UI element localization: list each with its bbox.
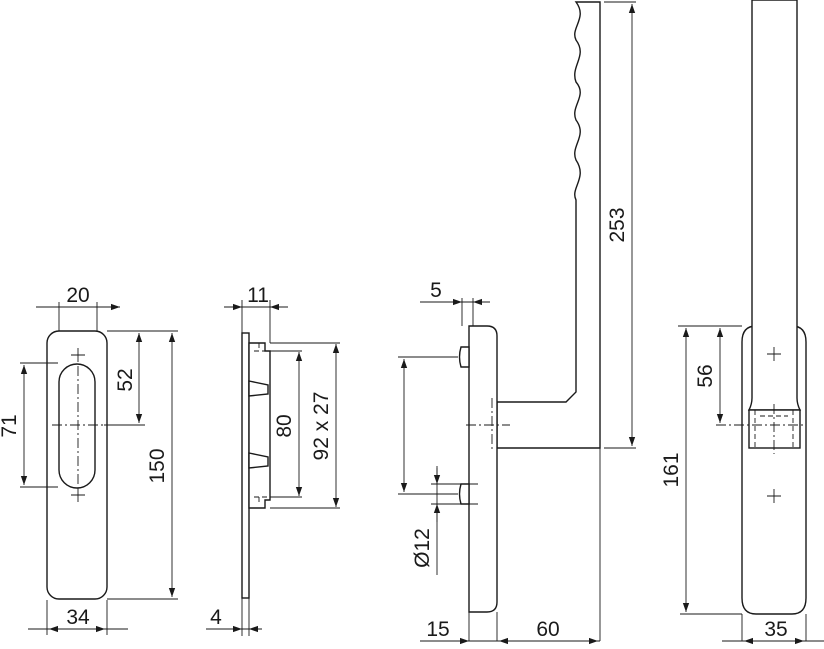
- handle-centrelines: [466, 398, 510, 452]
- dim-label-side-lock-spec: 92 x 27: [310, 392, 333, 461]
- dim-label-handle-projection: 60: [536, 618, 559, 641]
- side-plate-upper-lug: [248, 380, 269, 397]
- side-plate-rebate: [248, 342, 271, 509]
- dim-label-plate-height: 150: [146, 448, 169, 483]
- rear-screw-bottom: [767, 489, 781, 503]
- rear-screw-top: [767, 347, 781, 361]
- dim-label-rear-centre-height: 56: [694, 364, 717, 387]
- rear-centrelines: [716, 404, 806, 454]
- dim-label-rear-width: 35: [764, 618, 787, 641]
- dim-label-handle-lever-length: 253: [606, 207, 629, 242]
- dim-label-handle-offset-top: 5: [430, 279, 442, 302]
- rear-extension-lines: [678, 325, 807, 641]
- dim-label-side-fixing-spacing: 80: [273, 414, 296, 437]
- side-plate-extension-lines: [241, 300, 340, 636]
- handle-base-plate: [468, 325, 498, 613]
- handle-upper-screw: [458, 346, 470, 368]
- dim-label-side-depth: 11: [247, 284, 269, 307]
- dim-label-side-thickness: 4: [210, 606, 222, 629]
- dim-label-plate-width-top: 20: [66, 284, 89, 307]
- dim-label-plate-slot-length: 52: [114, 368, 137, 391]
- front-plate-slot: [58, 363, 96, 489]
- side-plate-view: 11 80 92 x 27 4: [206, 284, 340, 636]
- rear-spindle-block: [748, 409, 801, 449]
- dim-label-handle-base-depth: 15: [426, 618, 449, 641]
- handle-extension-lines: [398, 1, 636, 641]
- handle-rear-view: 56 161 35: [660, 0, 824, 645]
- dim-label-plate-width: 34: [66, 606, 90, 629]
- front-plate-screw-top: [71, 348, 85, 362]
- front-plate-screw-bottom: [71, 488, 85, 502]
- rear-hidden-lines: [754, 410, 794, 448]
- side-plate-body: [241, 332, 250, 599]
- handle-lower-screw: [458, 483, 470, 505]
- handle-lever: [496, 1, 601, 449]
- front-plate-extension-lines: [20, 302, 178, 635]
- front-plate-view: 20 52 71 150 34: [0, 284, 178, 635]
- dim-label-handle-spindle-diameter: Ø12: [411, 528, 434, 568]
- dim-label-plate-hole-spacing: 71: [0, 414, 21, 437]
- side-plate-lower-lug: [248, 452, 269, 469]
- dim-label-rear-height: 161: [660, 452, 683, 487]
- rear-lever-shaft: [747, 0, 802, 411]
- handle-side-view: 5 253 Ø12 15 60: [398, 1, 636, 645]
